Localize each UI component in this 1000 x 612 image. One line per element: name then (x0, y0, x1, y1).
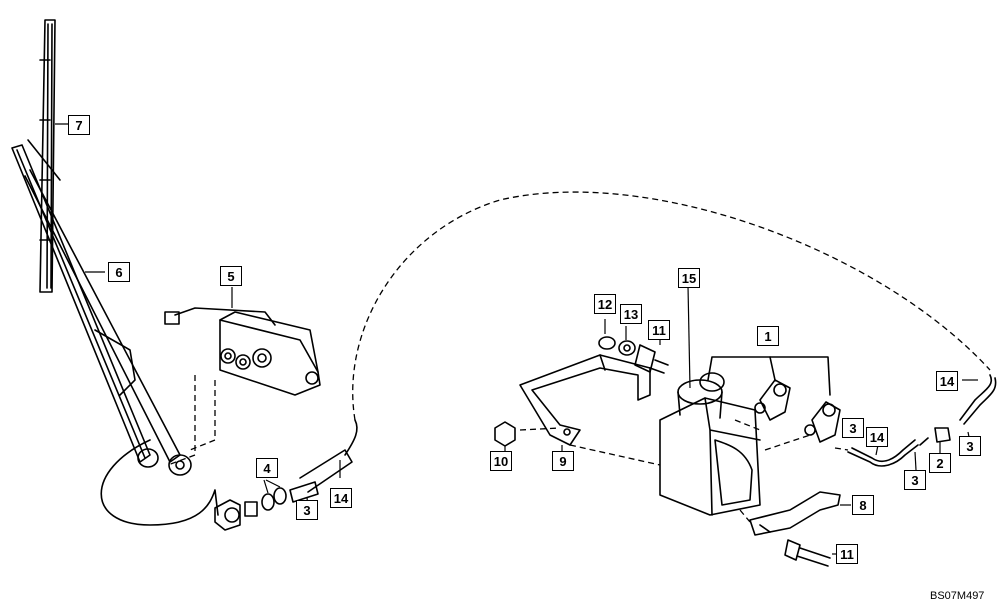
callout-13: 13 (620, 304, 642, 324)
arm-hose (100, 439, 219, 526)
wiper-arm (11, 139, 181, 463)
callout-14: 14 (866, 427, 888, 447)
callout-6: 6 (108, 262, 130, 282)
callout-4: 4 (256, 458, 278, 478)
bolt-11-upper (634, 344, 669, 374)
bolt-11-lower (784, 539, 831, 567)
arm-pivots (137, 448, 192, 476)
tank-bracket (519, 354, 651, 446)
callout-15: 15 (678, 268, 700, 288)
callout-1: 1 (757, 326, 779, 346)
callout-5: 5 (220, 266, 242, 286)
callout-10: 10 (490, 451, 512, 471)
dash-motor-to-arm (167, 375, 196, 466)
callout-3: 3 (842, 418, 864, 438)
callout-2: 2 (929, 453, 951, 473)
callout-11: 11 (648, 320, 670, 340)
hose-right (847, 374, 997, 467)
nozzle-assembly-left (214, 419, 358, 531)
wiper-blade (39, 19, 56, 293)
callout-12: 12 (594, 294, 616, 314)
callout-14: 14 (330, 488, 352, 508)
callout-7: 7 (68, 115, 90, 135)
washer-13 (618, 340, 636, 356)
callout-8: 8 (852, 495, 874, 515)
reference-code: BS07M497 (930, 590, 985, 602)
washer-tank (659, 372, 761, 516)
washer-pumps (707, 356, 841, 443)
callout-3: 3 (959, 436, 981, 456)
callout-11: 11 (836, 544, 858, 564)
wiper-motor (164, 307, 321, 396)
callout-14: 14 (936, 371, 958, 391)
callout-9: 9 (552, 451, 574, 471)
callout-3: 3 (296, 500, 318, 520)
mount-bracket-8 (749, 491, 841, 536)
routing-hose-dashed (352, 191, 991, 421)
washer-12 (598, 336, 616, 350)
callout-3: 3 (904, 470, 926, 490)
nut (494, 421, 516, 447)
